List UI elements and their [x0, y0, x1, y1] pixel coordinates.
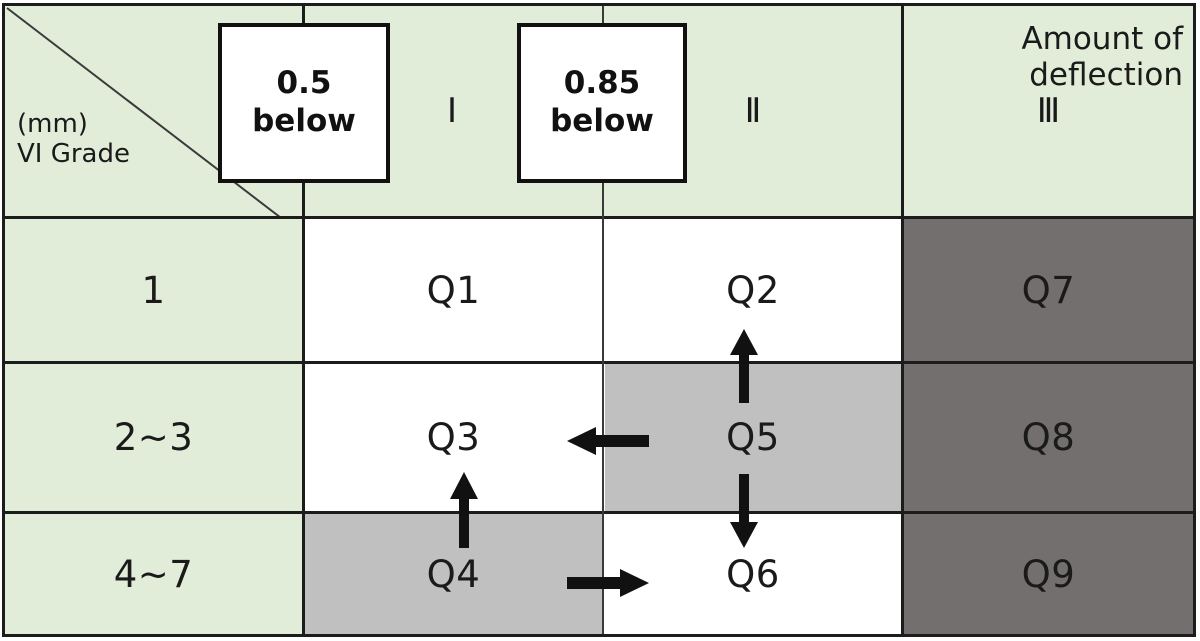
corner-column-heading: Amount of deflection [1021, 21, 1183, 93]
corner-row-heading-grade: VI Grade [17, 139, 130, 170]
grid-vline-col0 [302, 6, 305, 634]
callout-0-5-qualifier: below [252, 103, 356, 139]
column-header-3: Ⅲ [1036, 91, 1061, 131]
cell-r3-c2: Q6 [605, 514, 901, 634]
callout-0-85-below: 0.85 below [517, 23, 687, 183]
callout-0-5-value: 0.5 [276, 65, 332, 102]
corner-row-heading-unit: (mm) [17, 109, 88, 139]
grid-vline-col1 [602, 6, 604, 634]
cell-r2-c1: Q3 [305, 364, 602, 511]
cell-r2-c2: Q5 [605, 364, 901, 511]
cell-r3-c3: Q9 [904, 514, 1193, 634]
grid-vline-col2 [901, 6, 904, 634]
corner-row-heading: (mm) VI Grade [17, 109, 130, 169]
callout-0-5-below: 0.5 below [218, 23, 390, 183]
cell-r1-c2: Q2 [605, 219, 901, 361]
row-header-2: 2~3 [5, 364, 302, 511]
callout-0-85-qualifier: below [550, 103, 654, 139]
row-header-3: 4~7 [5, 514, 302, 634]
cell-r2-c3: Q8 [904, 364, 1193, 511]
column-header-1: Ⅰ [446, 91, 458, 131]
grid-hline-row1 [5, 361, 1193, 364]
grid-hline-header [5, 216, 1193, 219]
cell-r1-c1: Q1 [305, 219, 602, 361]
cell-r3-c1: Q4 [305, 514, 602, 634]
column-header-2: Ⅱ [744, 91, 762, 131]
cell-r1-c3: Q7 [904, 219, 1193, 361]
grid-hline-row2 [5, 511, 1193, 514]
deflection-grade-matrix: Amount of deflection (mm) VI Grade Ⅰ Ⅱ Ⅲ… [2, 3, 1196, 637]
callout-0-85-value: 0.85 [563, 65, 641, 102]
row-header-1: 1 [5, 219, 302, 361]
